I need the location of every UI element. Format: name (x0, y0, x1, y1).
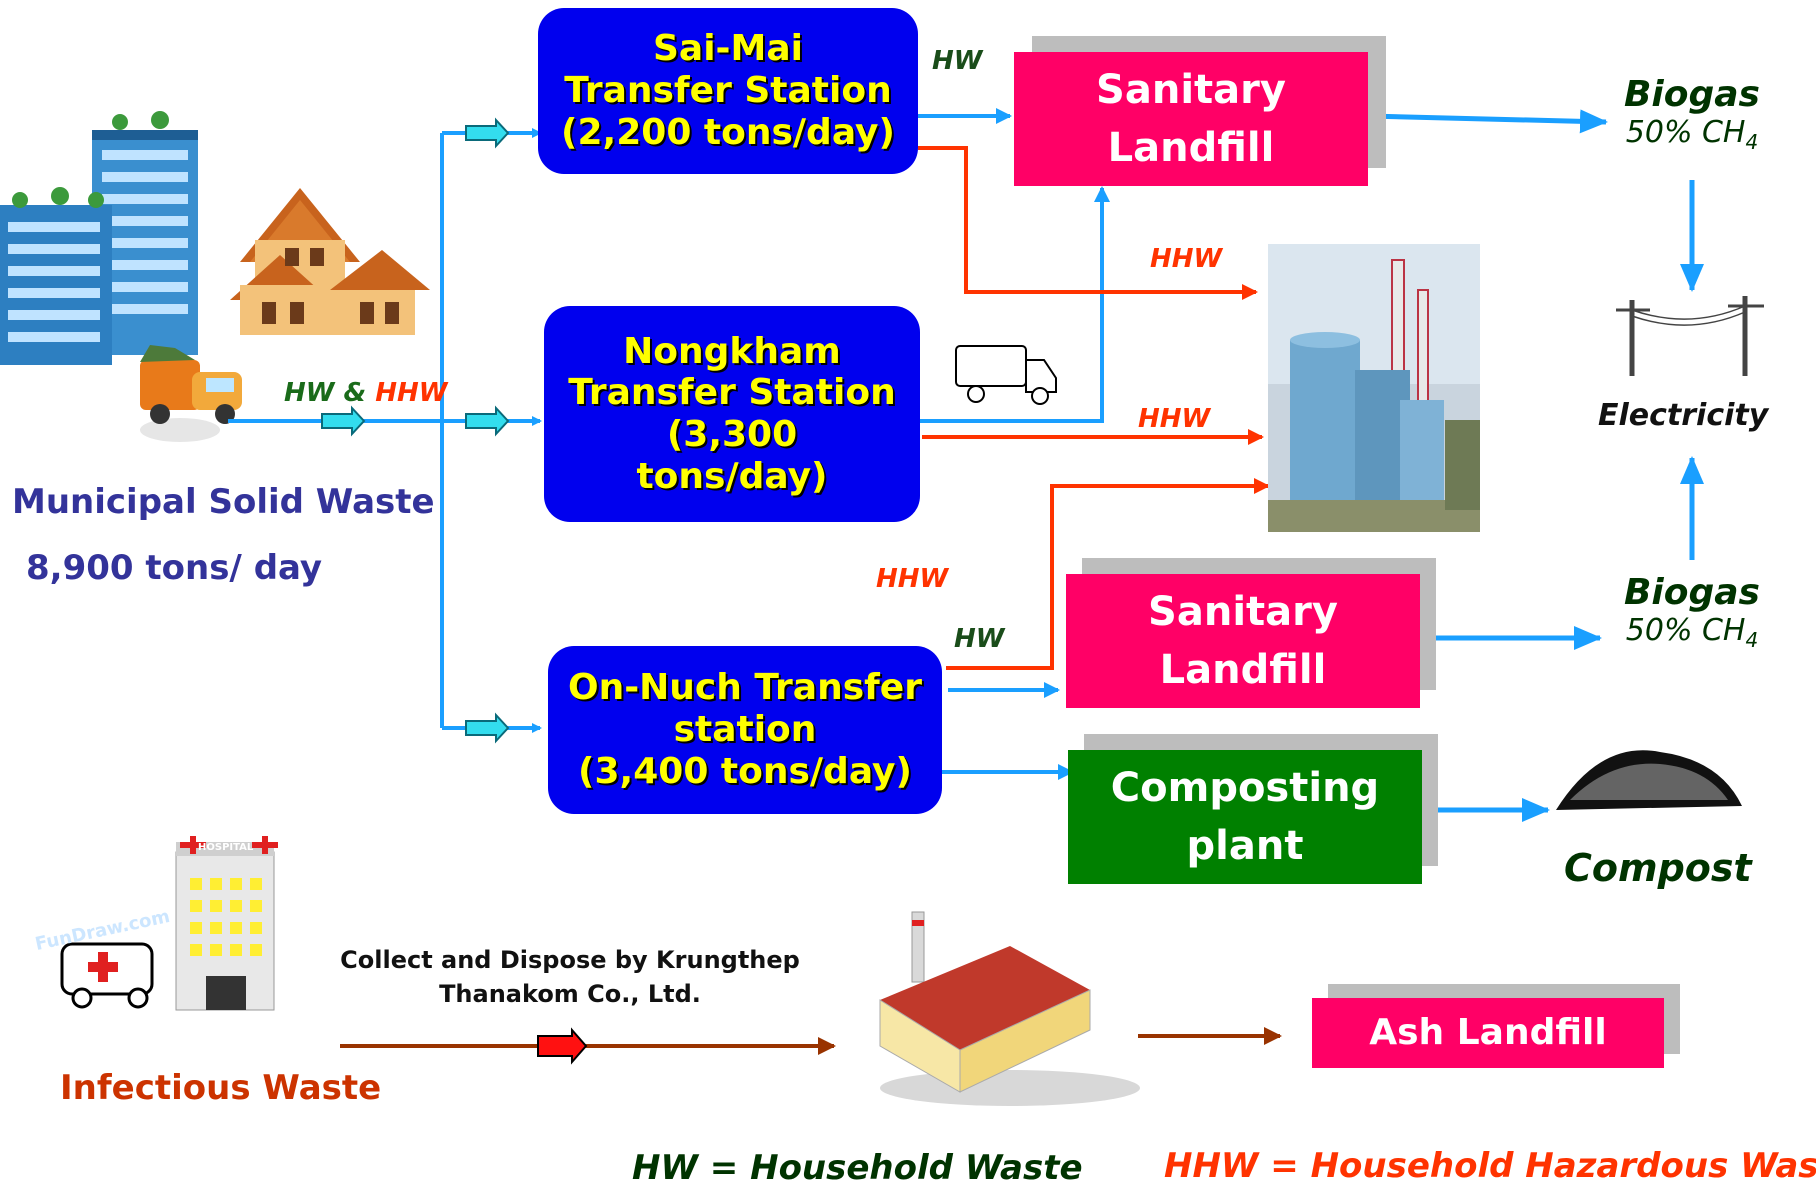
source-title: Municipal Solid Waste (12, 482, 435, 522)
station-line: On-Nuch Transfer (568, 667, 922, 709)
facility-line: Ash Landfill (1369, 1011, 1607, 1053)
house-icon (230, 188, 430, 335)
hw-label-1: HW (932, 46, 983, 76)
office-building-icon (0, 111, 198, 365)
station-line: Sai-Mai (653, 28, 803, 70)
sanitary-landfill-2: Sanitary Landfill (1066, 574, 1420, 708)
station-line: Nongkham (623, 330, 841, 372)
ambulance-icon (60, 942, 154, 1009)
on-nuch-transfer-station: On-Nuch Transfer station (3,400 tons/day… (548, 646, 942, 814)
flow-chevron-markers (321, 117, 510, 744)
delivery-truck-icon (955, 345, 1057, 405)
sai-mai-transfer-station: Sai-Mai Transfer Station (2,200 tons/day… (538, 8, 918, 174)
biogas-title: Biogas (1623, 74, 1760, 115)
hazardous-waste-flow-lines (918, 146, 1270, 670)
station-line: (3,400 tons/day) (578, 750, 912, 792)
incinerator-factory-icon (879, 911, 1140, 1106)
hhw-label-2: HHW (1138, 404, 1211, 434)
legend-hhw: HHW = Household Hazardous Waste (1164, 1146, 1816, 1186)
ash-landfill: Ash Landfill (1312, 998, 1664, 1068)
facility-line: plant (1186, 823, 1304, 869)
hw-label: HW & (284, 378, 367, 408)
household-waste-flow-lines (918, 108, 1110, 780)
station-line: (2,200 tons/day) (561, 111, 895, 153)
facility-line: Sanitary (1096, 67, 1286, 113)
station-line: Transfer Station (564, 70, 892, 112)
hhw-label-3: HHW (876, 564, 949, 594)
electricity-label: Electricity (1598, 398, 1769, 433)
facility-line: Composting (1110, 765, 1380, 811)
collector-line: Collect and Dispose by Krungthep (340, 946, 800, 974)
infectious-waste-flow-lines (340, 1027, 1282, 1065)
compost-heap-icon (1556, 750, 1742, 810)
power-line-icon (1616, 296, 1764, 376)
facility-line: Landfill (1159, 647, 1327, 693)
biogas-title: Biogas (1623, 572, 1760, 613)
hhw-label: HHW (375, 378, 448, 408)
garbage-truck-icon (140, 345, 242, 442)
collector-line: Thanakom Co., Ltd. (439, 979, 701, 1008)
facility-line: Landfill (1107, 125, 1275, 171)
hospital-sign: HOSPITAL (198, 842, 254, 853)
biogas-sub: 50% CH4 (1625, 115, 1759, 154)
output-flow-lines (1367, 109, 1704, 822)
station-line: (3,300 (666, 414, 798, 455)
power-plant-image (1268, 244, 1480, 532)
source-amount: 8,900 tons/ day (26, 548, 323, 588)
biogas-output-2: Biogas 50% CH4 (1592, 572, 1792, 652)
sanitary-landfill-1: Sanitary Landfill (1014, 52, 1368, 186)
biogas-sub: 50% CH4 (1625, 613, 1759, 652)
composting-plant: Composting plant (1068, 750, 1422, 884)
biogas-output-1: Biogas 50% CH4 (1592, 74, 1792, 154)
nongkham-transfer-station: Nongkham Transfer Station (3,300 tons/da… (544, 306, 920, 522)
hospital-icon (175, 836, 278, 1011)
station-line: Transfer Station (568, 372, 896, 414)
source-flow-label: HW & HHW (284, 378, 447, 408)
infectious-waste-title: Infectious Waste (60, 1068, 382, 1108)
hhw-label-1: HHW (1150, 244, 1223, 274)
station-line: tons/day) (636, 455, 828, 497)
collector-note: Collect and Dispose by Krungthep Thanako… (300, 944, 840, 1011)
compost-label: Compost (1564, 846, 1752, 890)
legend-hw: HW = Household Waste (632, 1148, 1083, 1188)
facility-line: Sanitary (1148, 589, 1338, 635)
hw-label-2: HW (954, 624, 1005, 654)
station-line: station (673, 709, 817, 751)
